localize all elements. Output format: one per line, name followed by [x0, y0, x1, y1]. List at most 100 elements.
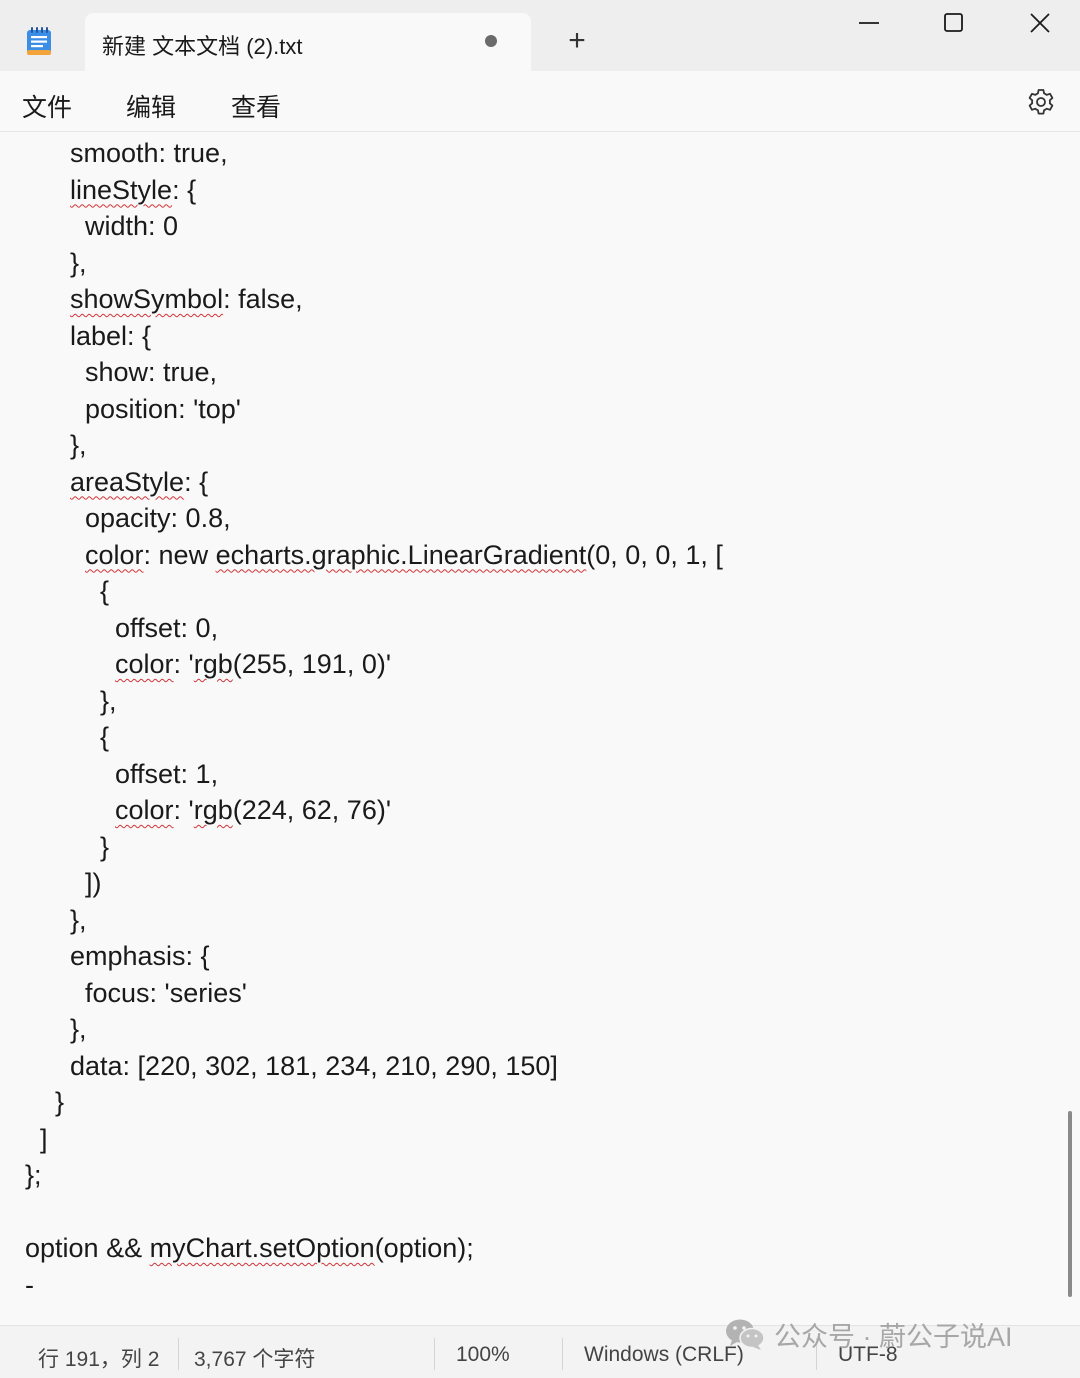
code-text: show: true, — [85, 357, 218, 387]
code-text: { — [100, 576, 110, 606]
code-text: }; — [25, 1160, 42, 1190]
code-text: smooth: true, — [70, 138, 228, 168]
code-line: focus: 'series' — [85, 975, 247, 1011]
code-text: - — [25, 1269, 34, 1300]
gear-icon[interactable] — [1026, 87, 1056, 117]
text-editor[interactable]: smooth: true,lineStyle: {width: 0},showS… — [0, 133, 1080, 1325]
code-text: : { — [172, 174, 197, 205]
code-text: data: [220, 302, 181, 234, 210, 290, 150… — [70, 1050, 558, 1081]
code-text: { — [100, 722, 110, 752]
code-line: }, — [70, 427, 87, 463]
code-line: opacity: 0.8, — [85, 500, 231, 536]
misspelled-word: myChart.setOption — [149, 1233, 375, 1263]
code-line: option && myChart.setOption(option); — [25, 1230, 474, 1266]
code-text: width: 0 — [85, 211, 179, 241]
misspelled-word: echarts.graphic.LinearGradient — [215, 539, 587, 570]
code-line: show: true, — [85, 354, 217, 390]
menu-edit[interactable]: 编辑 — [126, 94, 177, 122]
code-line: areaStyle: { — [70, 464, 208, 500]
code-line: }, — [100, 683, 117, 719]
code-line: label: { — [70, 318, 151, 354]
code-text: focus: 'series' — [85, 977, 247, 1008]
code-text: ]) — [85, 868, 102, 898]
code-text: (option); — [374, 1233, 474, 1263]
code-line: lineStyle: { — [70, 172, 196, 208]
code-line: data: [220, 302, 181, 234, 210, 290, 150… — [70, 1048, 558, 1084]
close-icon — [1030, 13, 1050, 33]
tab-document[interactable]: 新建 文本文档 (2).txt — [85, 13, 531, 71]
code-text: : new — [143, 539, 216, 570]
code-text: position: 'top' — [85, 393, 241, 424]
tab-title: 新建 文本文档 (2).txt — [102, 34, 303, 59]
code-text: (224, 62, 76)' — [232, 795, 391, 825]
code-text: (0, 0, 0, 1, [ — [586, 539, 723, 570]
misspelled-word: color — [85, 539, 144, 570]
code-text: ] — [40, 1123, 48, 1154]
close-button[interactable] — [996, 0, 1080, 46]
menu-bar: 文件 编辑 查看 — [0, 71, 1080, 132]
code-text: offset: 1, — [115, 758, 219, 789]
unsaved-dot-icon[interactable] — [485, 35, 497, 47]
new-tab-button[interactable]: + — [568, 24, 586, 57]
code-line: } — [100, 829, 109, 865]
zoom-level[interactable]: 100% — [456, 1343, 510, 1366]
code-text: : { — [184, 466, 209, 497]
status-divider — [562, 1338, 563, 1370]
code-text: opacity: 0.8, — [85, 503, 231, 533]
misspelled-word: color — [115, 795, 174, 825]
misspelled-word: showSymbol — [70, 284, 224, 314]
code-text: label: { — [70, 320, 152, 351]
code-text: (255, 191, 0)' — [232, 649, 391, 679]
code-text: } — [100, 831, 110, 862]
wechat-icon — [726, 1319, 765, 1350]
code-text: : ' — [173, 649, 194, 679]
code-line: { — [100, 719, 109, 755]
code-line: width: 0 — [85, 208, 178, 244]
code-line: - — [25, 1267, 34, 1303]
code-text: }, — [100, 685, 117, 716]
misspelled-word: color — [115, 649, 174, 679]
misspelled-word: rgb — [193, 795, 233, 825]
misspelled-word: areaStyle — [70, 466, 185, 497]
code-line: color: new echarts.graphic.LinearGradien… — [85, 537, 723, 573]
code-line: ] — [40, 1121, 48, 1157]
code-text: offset: 0, — [115, 612, 219, 643]
status-divider — [178, 1338, 179, 1370]
code-line: emphasis: { — [70, 938, 210, 974]
cursor-position: 行 191，列 2 — [38, 1348, 160, 1371]
code-line: { — [100, 573, 109, 609]
code-text: : false, — [223, 284, 303, 314]
menu-view[interactable]: 查看 — [231, 94, 282, 122]
encoding[interactable]: UTF-8 — [838, 1343, 898, 1366]
code-line: }; — [25, 1157, 42, 1193]
maximize-button[interactable] — [910, 0, 996, 46]
code-line: color: 'rgb(224, 62, 76)' — [115, 792, 391, 828]
code-line: offset: 0, — [115, 610, 218, 646]
notepad-icon[interactable] — [26, 26, 52, 56]
vertical-scrollbar[interactable] — [1068, 1111, 1072, 1297]
code-line: smooth: true, — [70, 135, 228, 171]
code-line: }, — [70, 1011, 87, 1047]
title-bar: 新建 文本文档 (2).txt + — [0, 0, 1080, 71]
code-text: }, — [70, 1014, 87, 1044]
line-ending[interactable]: Windows (CRLF) — [584, 1343, 744, 1366]
code-line: ]) — [85, 865, 102, 901]
char-count: 3,767 个字符 — [194, 1348, 316, 1371]
code-line: }, — [70, 902, 87, 938]
code-text: option && — [25, 1233, 150, 1263]
status-divider — [434, 1338, 435, 1370]
code-text: }, — [70, 904, 87, 935]
minimize-button[interactable] — [825, 0, 911, 46]
code-text: emphasis: { — [70, 941, 210, 971]
code-text: }, — [70, 247, 87, 278]
watermark-text: 公众号 · 蔚公子说AI — [774, 1321, 1013, 1352]
status-divider — [816, 1338, 817, 1370]
code-line: offset: 1, — [115, 756, 218, 792]
misspelled-word: rgb — [193, 649, 233, 679]
misspelled-word: lineStyle — [70, 174, 173, 205]
menu-file[interactable]: 文件 — [22, 94, 73, 122]
watermark: 公众号 · 蔚公子说AI — [724, 1312, 1054, 1356]
code-text: }, — [70, 430, 87, 460]
code-line: color: 'rgb(255, 191, 0)' — [115, 646, 391, 682]
code-line: showSymbol: false, — [70, 281, 303, 317]
